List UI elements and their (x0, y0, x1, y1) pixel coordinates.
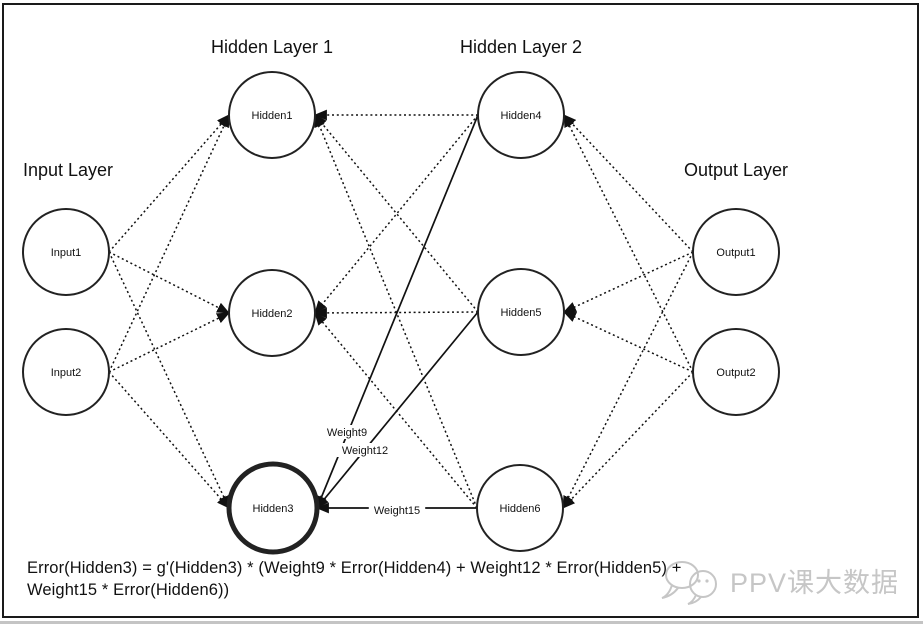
node-label-output2: Output2 (716, 367, 755, 379)
weight9-label: Weight9 (327, 427, 367, 439)
node-hidden4 (477, 71, 565, 159)
edge-output1-hidden5 (563, 251, 694, 313)
edge-input2-hidden3 (108, 371, 230, 509)
edge-output2-hidden4 (563, 114, 694, 373)
weight12-label: Weight12 (342, 445, 388, 457)
edge-output1-hidden6 (562, 251, 694, 509)
edge-hidden5-hidden1 (314, 114, 479, 313)
title-input-layer: Input Layer (23, 160, 113, 180)
weight9-label-bg (321, 425, 373, 439)
title-hidden-layer-1: Hidden Layer 1 (211, 37, 333, 57)
edge-input1-hidden2 (108, 251, 230, 314)
node-label-hidden6: Hidden6 (500, 503, 541, 515)
frame-group (0, 3, 923, 624)
edge-output2-hidden5 (563, 311, 694, 373)
node-input1 (22, 208, 110, 296)
node-label-hidden3: Hidden3 (253, 503, 294, 515)
node-hidden2 (228, 269, 316, 357)
edge-output2-hidden6 (562, 371, 694, 509)
edge-input1-hidden1 (108, 114, 230, 253)
weight15-label-bg (368, 503, 426, 517)
node-hidden3-highlighted (226, 461, 320, 555)
node-label-output1: Output1 (716, 247, 755, 259)
weight12-label-bg (336, 443, 394, 457)
title-output-layer: Output Layer (684, 160, 788, 180)
title-hidden-layer-2: Hidden Layer 2 (460, 37, 582, 57)
edge-hidden5-hidden3 (316, 311, 479, 509)
node-output1 (692, 208, 780, 296)
weight15-label: Weight15 (374, 505, 420, 517)
node-hidden1 (228, 71, 316, 159)
node-label-input2: Input2 (51, 367, 82, 379)
formula-line-2: Weight15 * Error(Hidden6)) (27, 581, 230, 599)
edge-output1-hidden4 (563, 114, 694, 253)
layer-titles-group: Input Layer Hidden Layer 1 Hidden Layer 2 O… (23, 37, 788, 180)
error-formula: Error(Hidden3) = g'(Hidden3) * (Weight9 … (27, 557, 857, 601)
node-hidden5 (477, 268, 565, 356)
node-label-hidden2: Hidden2 (252, 308, 293, 320)
node-output2 (692, 328, 780, 416)
edge-input1-hidden3 (108, 251, 230, 509)
node-label-input1: Input1 (51, 247, 82, 259)
node-label-hidden5: Hidden5 (501, 307, 542, 319)
edge-hidden4-hidden3 (316, 114, 479, 510)
node-label-hidden4: Hidden4 (501, 110, 542, 122)
edges-group (108, 109, 694, 514)
node-hidden6 (476, 464, 564, 552)
diagram-border (2, 3, 919, 618)
node-input2 (22, 328, 110, 416)
formula-line-1: Error(Hidden3) = g'(Hidden3) * (Weight9 … (27, 559, 682, 577)
edge-hidden5-hidden2 (313, 307, 479, 319)
bottom-strip (0, 621, 923, 624)
edge-input2-hidden2 (108, 312, 230, 373)
edge-input2-hidden1 (108, 114, 230, 373)
edge-hidden6-hidden1 (314, 113, 478, 509)
node-label-hidden1: Hidden1 (252, 110, 293, 122)
